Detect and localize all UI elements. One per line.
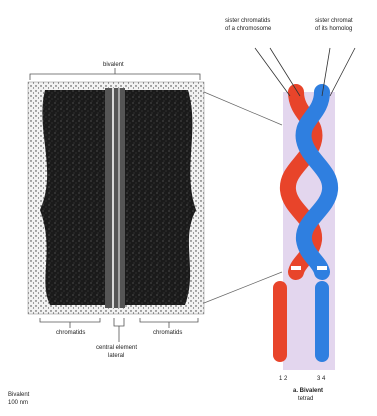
- central-region: [105, 88, 125, 308]
- label-central-element: central element: [96, 345, 137, 351]
- centromere-mark-blue: [317, 266, 327, 270]
- chromatids-right-bracket: [140, 318, 198, 328]
- right-chromatid-region: [125, 90, 196, 305]
- label-tetrad: tetrad: [298, 396, 313, 402]
- left-chromatid-region: [40, 90, 105, 305]
- micrograph: [28, 82, 204, 314]
- label-bivalent: bivalent: [103, 62, 124, 68]
- label-nums-right: 3 4: [317, 376, 325, 382]
- label-chromatids-right: chromatids: [153, 330, 182, 336]
- chromatids-left-bracket: [40, 318, 100, 328]
- label-nums-left: 1 2: [279, 376, 287, 382]
- connector-top: [204, 92, 282, 125]
- label-chromatids-left: chromatids: [56, 330, 85, 336]
- connector-bottom: [204, 272, 282, 303]
- label-sister-chromatids: sister chromatids: [225, 18, 270, 24]
- label-lateral: lateral: [108, 353, 124, 359]
- label-scale-title: Bivalent: [8, 392, 29, 398]
- label-of-homolog: of its homolog: [315, 26, 352, 32]
- label-of-chromosome: of a chromosome: [225, 26, 271, 32]
- label-sister-chromat-right: sister chromat: [315, 18, 353, 24]
- bivalent-bracket: [30, 68, 200, 80]
- label-bivalent-caption: a. Bivalent: [293, 388, 323, 394]
- central-element-pointer: [114, 318, 124, 342]
- centromere-mark-red: [291, 266, 301, 270]
- label-scale-value: 100 nm: [8, 400, 28, 406]
